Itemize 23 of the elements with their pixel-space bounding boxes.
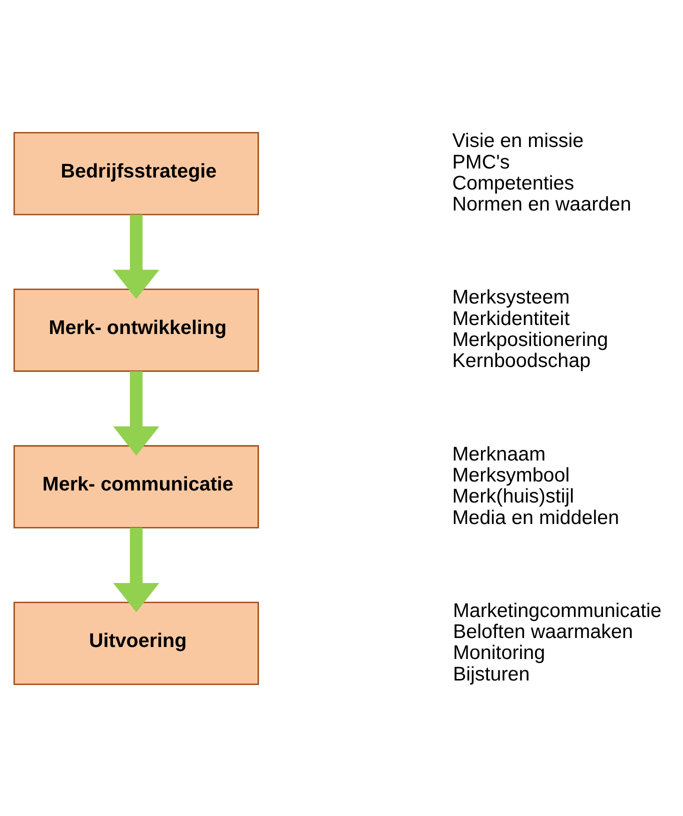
arrow — [113, 214, 160, 299]
node-label: Visie en missie — [452, 130, 584, 152]
node-box: Uitvoering — [14, 601, 259, 684]
node-label: Normen en waarden — [452, 193, 632, 216]
node-box: Bedrijfsstrategie — [14, 131, 259, 215]
node-label: Merk(huis)stijl — [452, 485, 574, 508]
node-label: Beloften waarmaken — [452, 620, 633, 643]
node-box: Merk- ontwikkeling — [14, 288, 259, 372]
node-label: Merknaam — [452, 442, 546, 465]
node-label: Merksysteem — [452, 286, 570, 308]
node-label: Marketingcommunicatie — [452, 599, 662, 622]
node-label: Monitoring — [452, 642, 546, 664]
node-label: Competenties — [452, 172, 574, 194]
node-label: Kernboodschap — [452, 350, 591, 372]
arrow — [113, 370, 160, 456]
node-label: Merksymbool — [452, 464, 570, 486]
node-label: PMC's — [452, 150, 510, 173]
node-label: Media en middelen — [452, 506, 620, 528]
node-label: Merkpositionering — [452, 328, 608, 351]
node-label: Merkidentiteit — [452, 307, 570, 330]
node-box: Merk- communicatie — [14, 444, 259, 528]
node-label: Bijsturen — [452, 662, 530, 685]
arrow — [113, 527, 160, 612]
